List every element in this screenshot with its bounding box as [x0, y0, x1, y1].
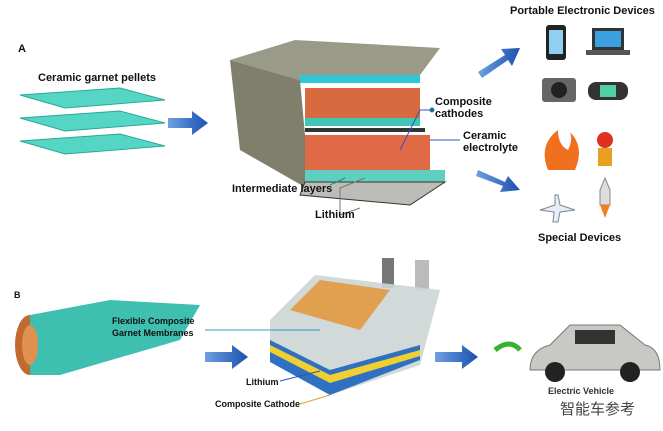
label-line: electrolyte	[463, 142, 519, 154]
label-line: cathodes	[435, 108, 484, 120]
arrow-icons	[168, 48, 520, 369]
flexible-membrane-roll	[15, 300, 200, 375]
lithium-label-a: Lithium	[315, 209, 355, 221]
intermediate-layers-label: Intermediate layers	[232, 183, 333, 195]
device-icons	[539, 25, 630, 223]
special-devices-label: Special Devices	[538, 232, 622, 244]
panel-b-label: B	[14, 290, 21, 300]
watermark: 智能车参考	[560, 401, 636, 418]
label-line: Garnet Membranes	[112, 328, 194, 338]
label-line: Flexible Composite	[112, 316, 195, 326]
composite-cathode-label: Composite Cathode	[215, 399, 301, 409]
garnet-pellets	[19, 87, 166, 155]
solid-state-battery-cutaway	[230, 40, 447, 206]
panel-a-label: A	[18, 43, 26, 55]
vehicle-label: Electric Vehicle	[548, 386, 615, 396]
electric-vehicle	[493, 324, 661, 382]
label-line: Composite	[435, 96, 492, 108]
pouch-cell	[270, 258, 440, 395]
portable-devices-label: Portable Electronic Devices	[510, 5, 655, 17]
leader-lines	[205, 107, 460, 405]
lithium-label-b: Lithium	[246, 377, 279, 387]
label-line: Ceramic	[463, 130, 507, 142]
ceramic-pellets-label: Ceramic garnet pellets	[38, 72, 156, 84]
